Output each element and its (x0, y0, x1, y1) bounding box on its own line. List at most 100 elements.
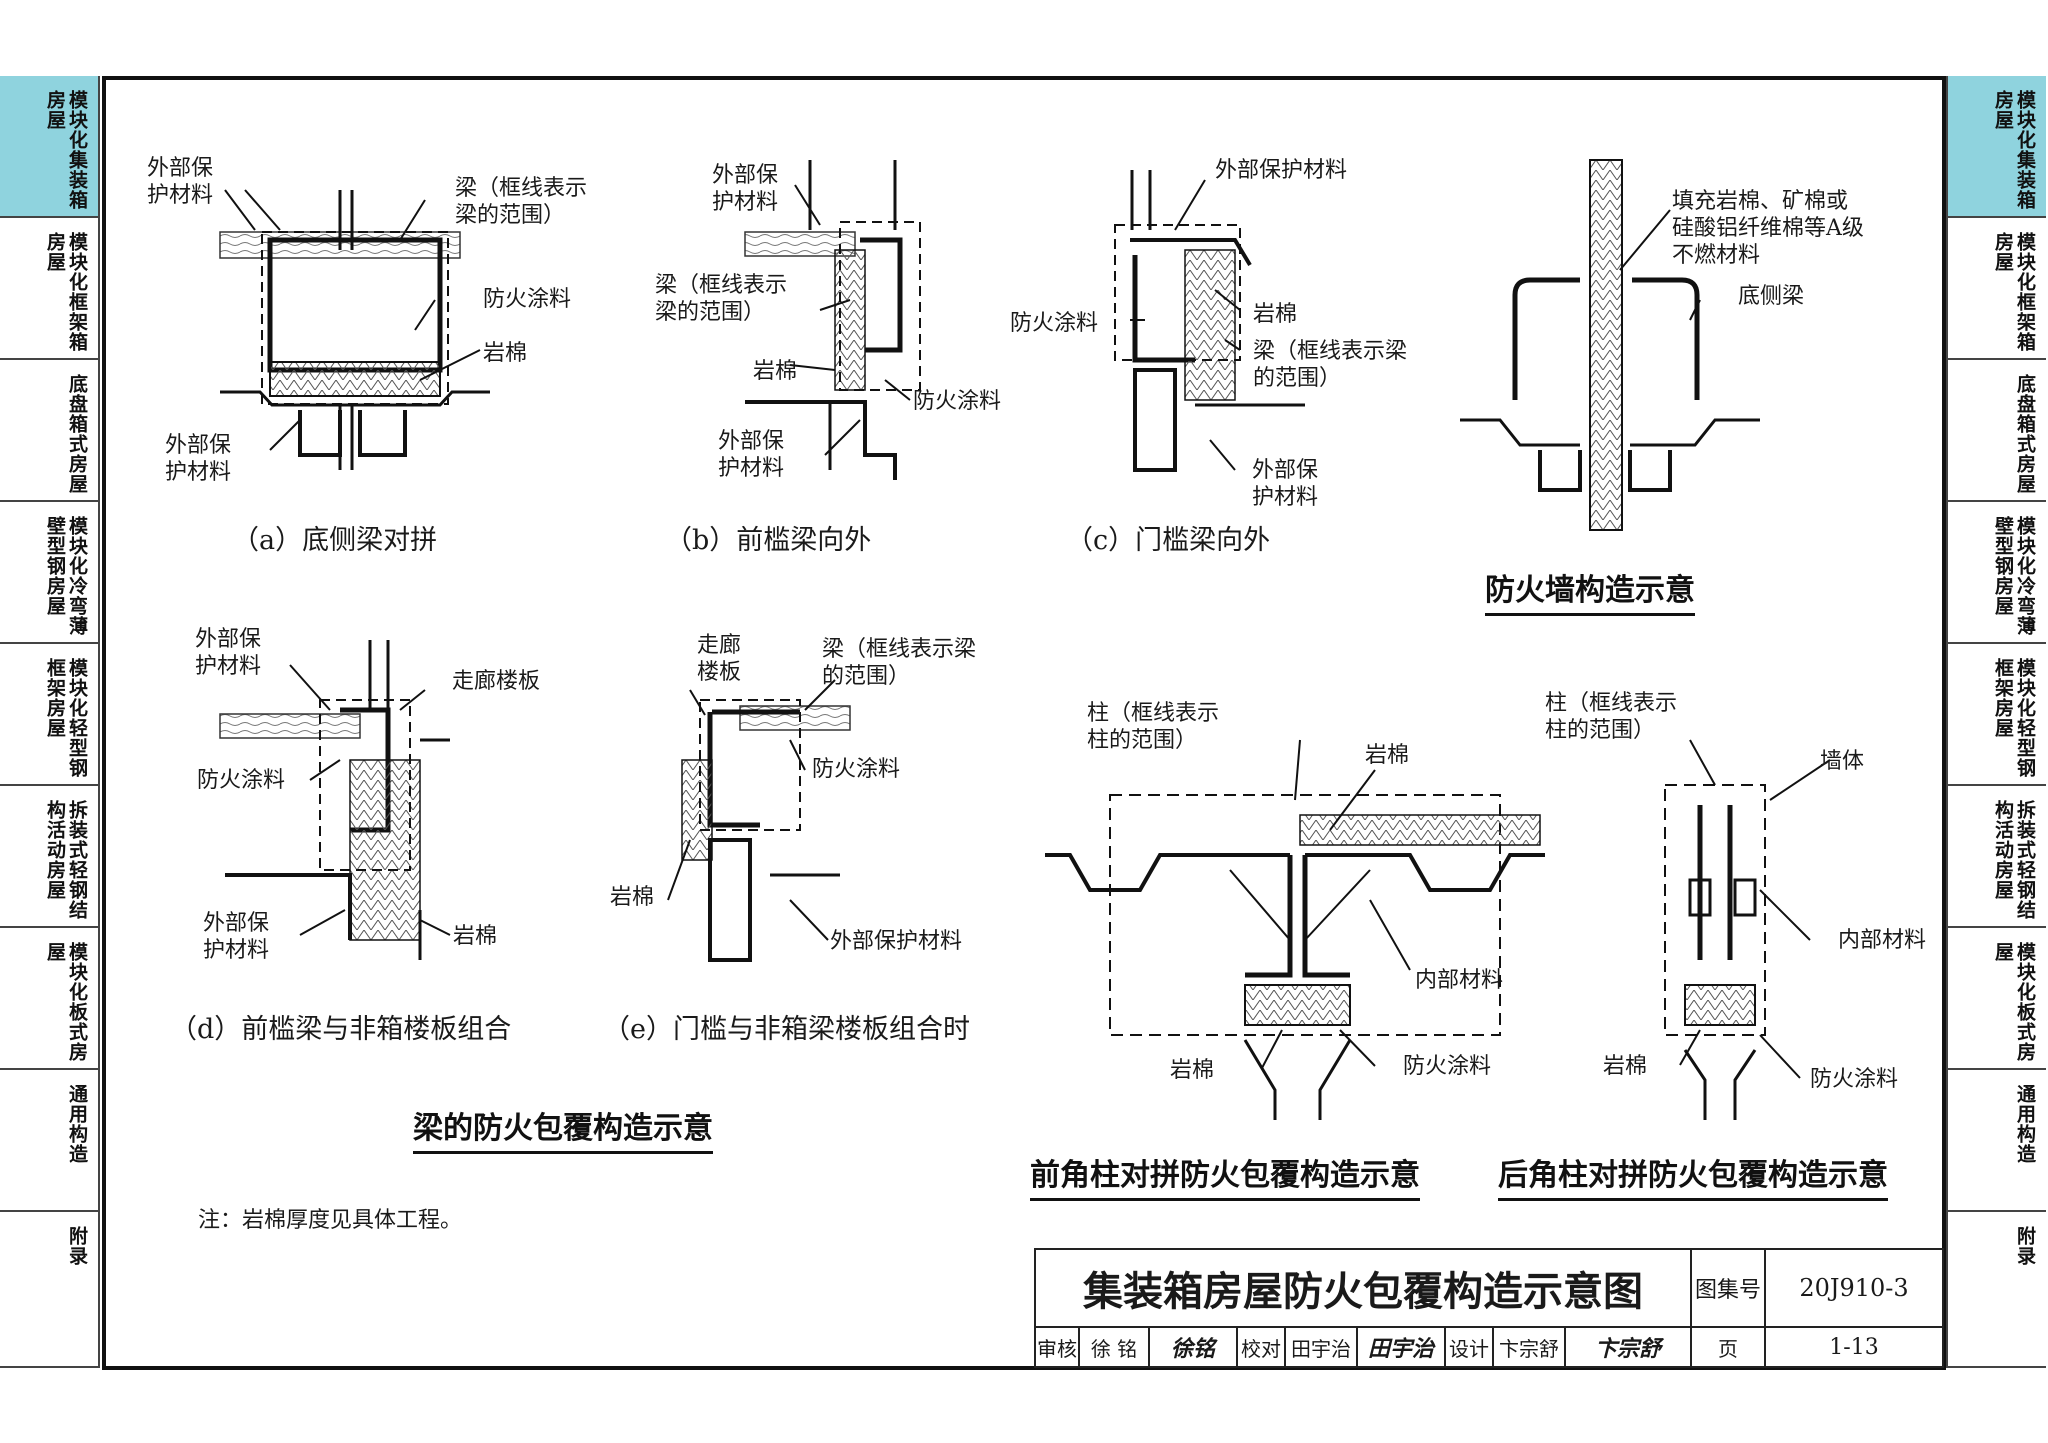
index-tab-label: 模块化框架箱房屋 (44, 232, 88, 352)
label-rear-rock-wool: 岩棉 (1603, 1054, 1648, 1079)
index-tab-label: 拆装式轻钢结构活动房屋 (44, 800, 88, 920)
index-tab-7: 模块化板式房屋 (1946, 928, 2046, 1070)
index-tab-label: 模块化冷弯薄壁型钢房屋 (1992, 516, 2036, 636)
reviewer-signature: 徐铭 (1148, 1326, 1238, 1368)
label-front-fireproof-coating: 防火涂料 (1403, 1054, 1492, 1079)
label-firewall-bottom-beam: 底侧梁 (1738, 284, 1805, 309)
index-tab-4: 模块化冷弯薄壁型钢房屋 (0, 502, 100, 644)
detail-d (219, 640, 450, 960)
label-c-fireproof-coating: 防火涂料 (1010, 311, 1099, 336)
detail-a (219, 190, 490, 470)
label-c-outer-material-bottom: 外部保护材料 (1252, 458, 1319, 510)
front-column-detail (1045, 794, 1545, 1120)
rear-column-detail (1664, 784, 1766, 1120)
label-front-rock-wool-bottom: 岩棉 (1170, 1058, 1215, 1083)
check-label: 校对 (1236, 1326, 1286, 1368)
heading-front-column: 前角柱对拼防火包覆构造示意 (1030, 1150, 1420, 1201)
label-e-fireproof-coating: 防火涂料 (812, 757, 901, 782)
label-front-inner-material: 内部材料 (1415, 968, 1504, 993)
index-tab-label: 附录 (66, 1226, 88, 1266)
index-tab-1: 模块化集装箱房屋 (1946, 76, 2046, 218)
label-a-fireproof-coating: 防火涂料 (483, 287, 572, 312)
detail-c (1114, 170, 1305, 472)
index-tab-3: 底盘箱式房屋 (0, 360, 100, 502)
designer-name: 卞宗舒 (1492, 1326, 1566, 1368)
label-c-outer-material: 外部保护材料 (1215, 158, 1348, 183)
label-a-rock-wool: 岩棉 (483, 341, 528, 366)
index-tab-2: 模块化框架箱房屋 (0, 218, 100, 360)
index-tab-6: 拆装式轻钢结构活动房屋 (0, 786, 100, 928)
label-e-outer-material: 外部保护材料 (830, 929, 963, 954)
index-tab-1: 模块化集装箱房屋 (0, 76, 100, 218)
index-tab-label: 底盘箱式房屋 (2014, 374, 2036, 494)
label-rear-wall: 墙体 (1820, 749, 1865, 774)
heading-firewall: 防火墙构造示意 (1485, 565, 1695, 616)
index-tab-label: 通用构造 (2014, 1084, 2036, 1164)
label-front-column: 柱（框线表示柱的范围） (1087, 701, 1220, 753)
label-rear-fireproof-coating: 防火涂料 (1810, 1067, 1899, 1092)
index-tab-5: 模块化轻型钢框架房屋 (1946, 644, 2046, 786)
design-label: 设计 (1444, 1326, 1494, 1368)
index-tab-6: 拆装式轻钢结构活动房屋 (1946, 786, 2046, 928)
label-b-outer-material-top: 外部保护材料 (712, 163, 779, 215)
label-firewall-fill: 填充岩棉、矿棉或硅酸铝纤维棉等A级不燃材料 (1672, 189, 1864, 268)
page-label: 页 (1690, 1326, 1766, 1368)
heading-rear-column: 后角柱对拼防火包覆构造示意 (1498, 1150, 1888, 1201)
index-tab-label: 拆装式轻钢结构活动房屋 (1992, 800, 2036, 920)
leader-lines (224, 179, 1831, 1079)
index-tab-label: 模块化板式房屋 (1992, 942, 2036, 1062)
page-number: 1-13 (1764, 1326, 1944, 1368)
index-tab-label: 附录 (2014, 1226, 2036, 1266)
drawing-title: 集装箱房屋防火包覆构造示意图 (1034, 1248, 1692, 1328)
index-tab-label: 模块化集装箱房屋 (44, 90, 88, 210)
label-e-corridor-slab: 走廊楼板 (697, 633, 742, 685)
caption-d: （d）前槛梁与非箱楼板组合 (170, 1014, 512, 1045)
detail-e (681, 699, 851, 962)
index-tab-label: 模块化轻型钢框架房屋 (44, 658, 88, 778)
label-c-rock-wool: 岩棉 (1253, 302, 1298, 327)
index-tab-9: 附录 (1946, 1212, 2046, 1368)
caption-e: （e）门槛与非箱梁楼板组合时 (603, 1014, 970, 1045)
index-tab-label: 模块化框架箱房屋 (1992, 232, 2036, 352)
detail-b (744, 160, 921, 480)
label-b-outer-material-bottom: 外部保护材料 (718, 429, 785, 481)
title-block: 集装箱房屋防火包覆构造示意图 图集号 20J910-3 审核 徐 铭 徐铭 校对… (1034, 1248, 1944, 1368)
index-tab-3: 底盘箱式房屋 (1946, 360, 2046, 502)
designer-signature: 卞宗舒 (1564, 1326, 1692, 1368)
checker-name: 田宇治 (1284, 1326, 1358, 1368)
atlas-number-label: 图集号 (1690, 1248, 1766, 1328)
caption-c: （c）门槛梁向外 (1066, 525, 1271, 556)
right-index-tabs: 模块化集装箱房屋模块化框架箱房屋底盘箱式房屋模块化冷弯薄壁型钢房屋模块化轻型钢框… (1946, 76, 2046, 1370)
label-d-rock-wool: 岩棉 (453, 924, 498, 949)
atlas-number: 20J910-3 (1764, 1248, 1944, 1328)
index-tab-5: 模块化轻型钢框架房屋 (0, 644, 100, 786)
index-tab-8: 通用构造 (1946, 1070, 2046, 1212)
label-d-outer-material-bottom: 外部保护材料 (203, 911, 270, 963)
label-a-outer-material-bottom: 外部保护材料 (165, 433, 232, 485)
caption-a: （a）底侧梁对拼 (232, 525, 438, 556)
label-d-fireproof-coating: 防火涂料 (197, 768, 286, 793)
label-rear-column: 柱（框线表示柱的范围） (1545, 691, 1678, 743)
index-tab-label: 模块化集装箱房屋 (1992, 90, 2036, 210)
index-tab-4: 模块化冷弯薄壁型钢房屋 (1946, 502, 2046, 644)
left-index-tabs: 模块化集装箱房屋模块化框架箱房屋底盘箱式房屋模块化冷弯薄壁型钢房屋模块化轻型钢框… (0, 76, 100, 1370)
label-a-beam: 梁（框线表示梁的范围） (455, 176, 588, 228)
review-label: 审核 (1034, 1326, 1080, 1368)
note-text: 注：岩棉厚度见具体工程。 (198, 1208, 463, 1233)
label-c-beam: 梁（框线表示梁的范围） (1253, 339, 1408, 391)
index-tab-label: 模块化轻型钢框架房屋 (1992, 658, 2036, 778)
index-tab-9: 附录 (0, 1212, 100, 1368)
label-b-beam: 梁（框线表示梁的范围） (655, 273, 788, 325)
index-tab-label: 模块化板式房屋 (44, 942, 88, 1062)
label-e-beam: 梁（框线表示梁的范围） (822, 637, 977, 689)
label-d-corridor-slab: 走廊楼板 (452, 669, 541, 694)
label-front-rock-wool: 岩棉 (1365, 743, 1410, 768)
index-tab-2: 模块化框架箱房屋 (1946, 218, 2046, 360)
label-b-fireproof-coating: 防火涂料 (913, 389, 1002, 414)
index-tab-label: 底盘箱式房屋 (66, 374, 88, 494)
label-rear-inner-material: 内部材料 (1838, 928, 1927, 953)
checker-signature: 田宇治 (1356, 1326, 1446, 1368)
caption-b: （b）前槛梁向外 (665, 525, 872, 556)
label-d-outer-material-top: 外部保护材料 (195, 627, 262, 679)
